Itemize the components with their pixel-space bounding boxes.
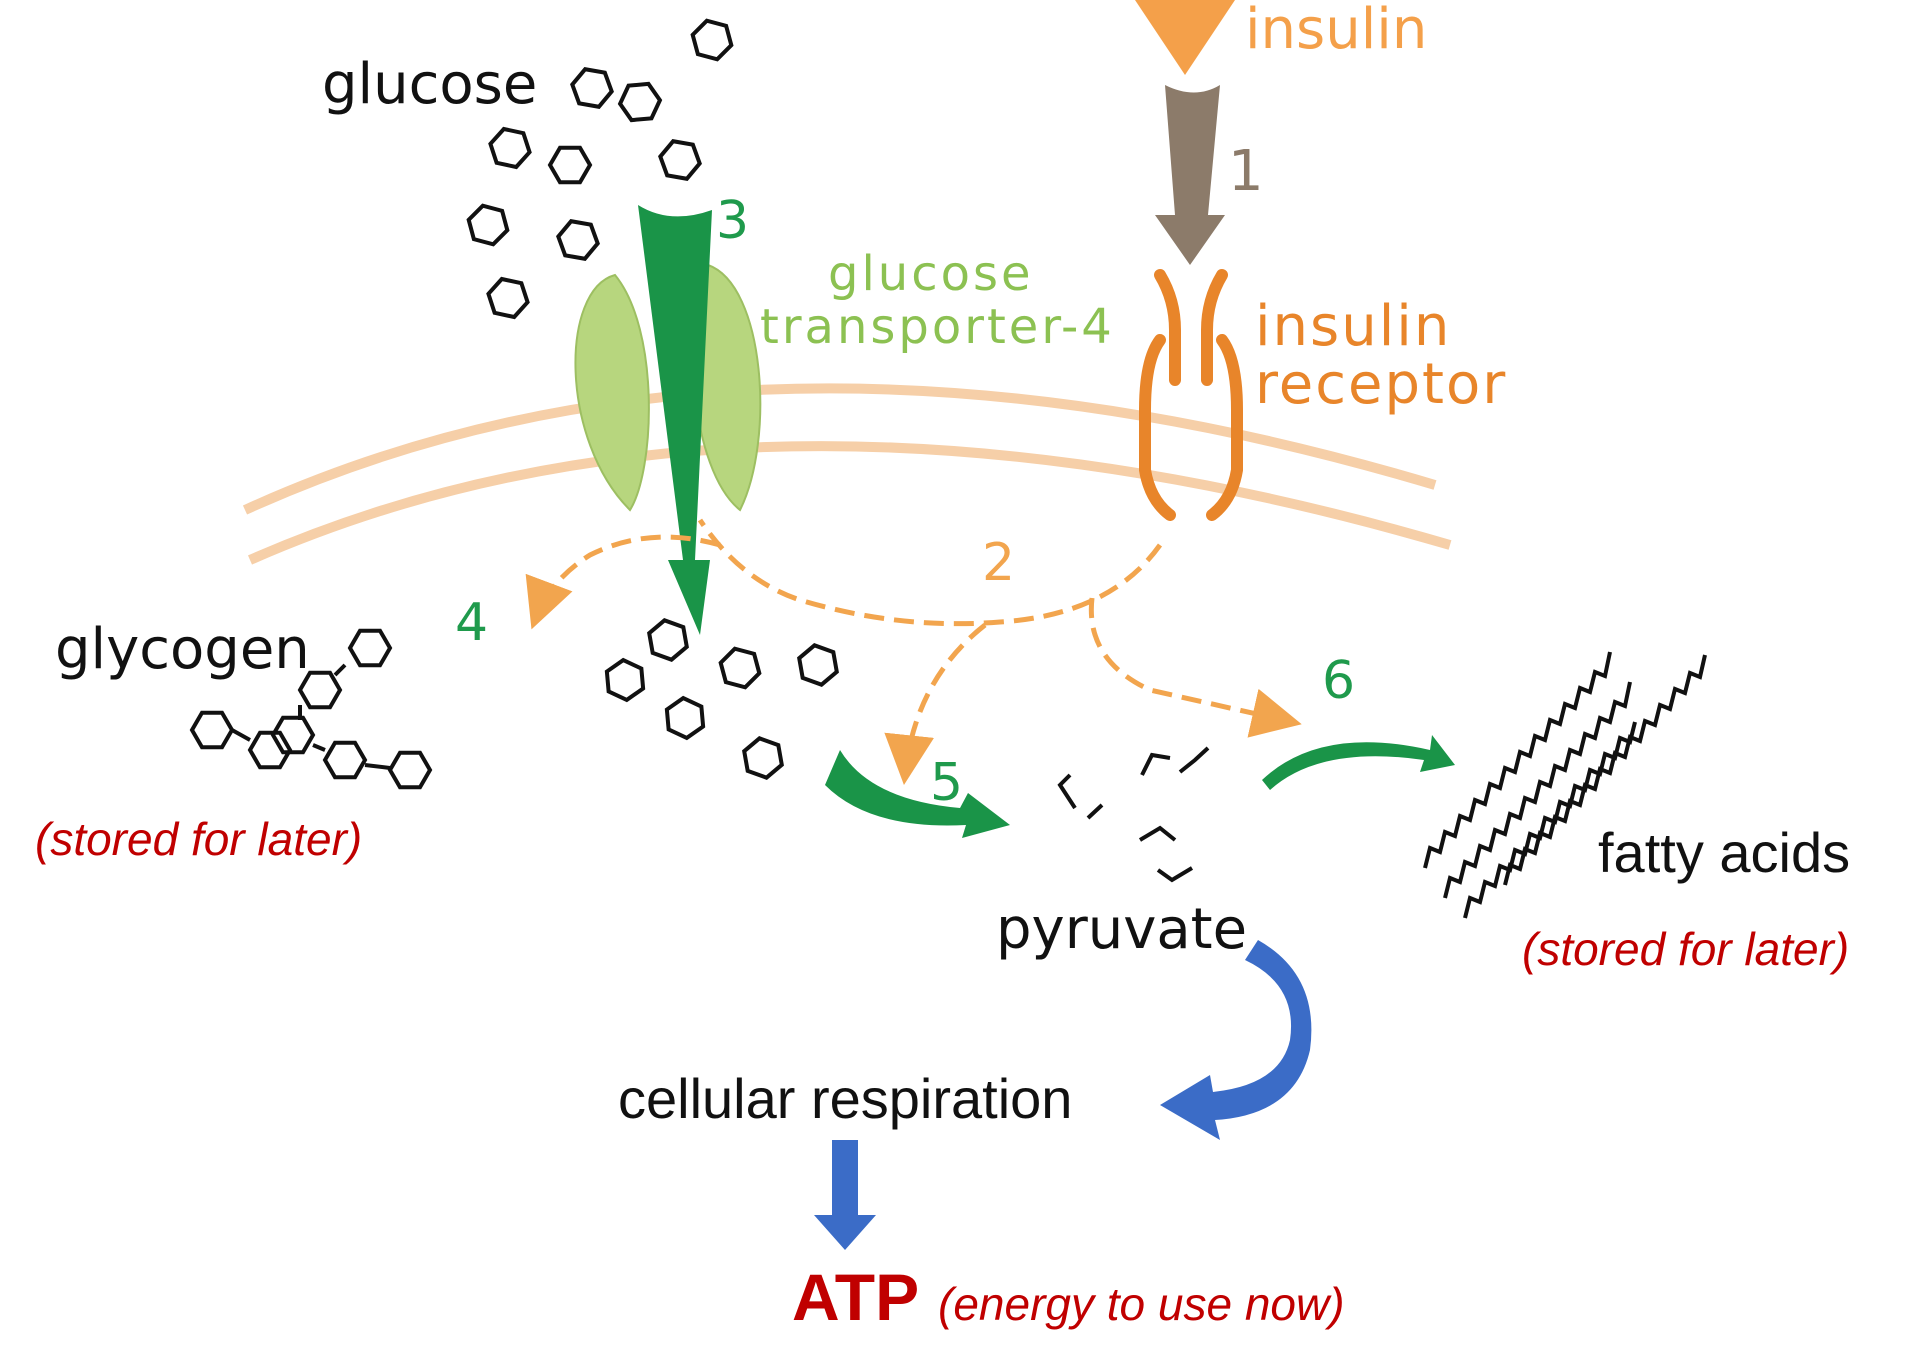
- cellular-respiration-label: cellular respiration: [618, 1067, 1072, 1130]
- step6-arrow: [1262, 735, 1455, 790]
- step-number-5: 5: [930, 753, 963, 813]
- insulin-label: insulin: [1245, 0, 1427, 62]
- glucose-label: glucose: [322, 52, 537, 117]
- step-number-1: 1: [1228, 139, 1264, 204]
- pyruvate-molecules: [1057, 746, 1210, 883]
- step-number-6: 6: [1322, 651, 1355, 711]
- glycogen-label: glycogen: [55, 617, 310, 682]
- step-number-4: 4: [455, 593, 488, 653]
- step-number-3: 3: [716, 191, 749, 251]
- atp-note: (energy to use now): [938, 1278, 1345, 1330]
- atp-label: ATP: [792, 1260, 919, 1334]
- glucose-molecules-inside: [597, 614, 845, 784]
- insulin-receptor: [1139, 269, 1243, 521]
- respiration-arrow: [1160, 940, 1312, 1140]
- fatty-acids-label: fatty acids: [1598, 821, 1850, 884]
- atp-arrow: [814, 1140, 876, 1250]
- step2-signal-paths: [525, 518, 1302, 785]
- step-number-2: 2: [982, 533, 1015, 593]
- glycogen-molecule: [190, 628, 432, 790]
- glut4-label-line2: transporter-4: [760, 299, 1115, 355]
- glycogen-stored-note: (stored for later): [35, 813, 362, 865]
- step1-arrow: [1155, 85, 1225, 265]
- pyruvate-label: pyruvate: [996, 897, 1247, 962]
- fatty-acids-stored-note: (stored for later): [1522, 923, 1849, 975]
- fatty-acid-chains: [1423, 651, 1707, 919]
- step5-arrow: [825, 750, 1010, 838]
- receptor-label-line2: receptor: [1255, 352, 1507, 417]
- receptor-label-line1: insulin: [1255, 294, 1451, 359]
- glut4-label-line1: glucose: [828, 246, 1034, 302]
- step3-arrow: [638, 205, 712, 635]
- insulin-molecule: [1135, 0, 1235, 75]
